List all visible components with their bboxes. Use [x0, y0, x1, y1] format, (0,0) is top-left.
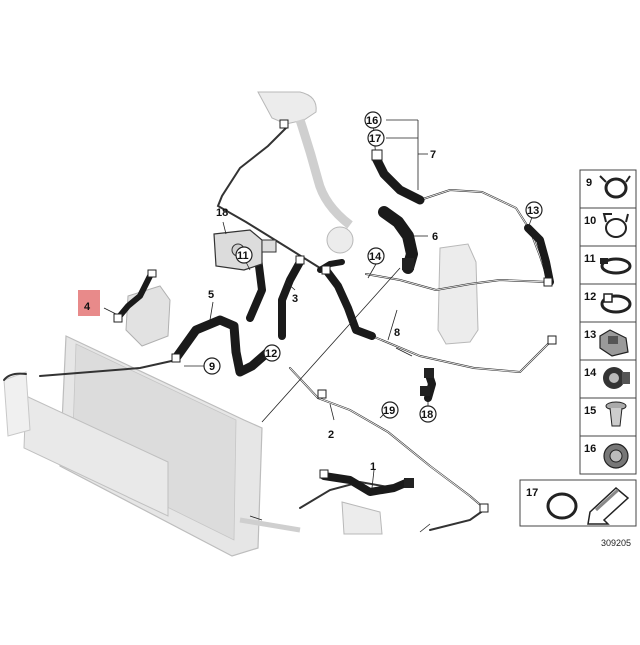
pipe-9	[39, 359, 177, 377]
hose-13	[524, 224, 554, 286]
callout-3: 3	[292, 293, 298, 305]
callout-13-circle	[525, 201, 543, 219]
callout-12: 12	[265, 348, 277, 360]
callout-11-circle	[235, 246, 253, 264]
ghost-pipe-upper	[295, 118, 353, 229]
ghost-expansion-tank	[437, 243, 479, 345]
legend-cell-9	[579, 169, 637, 209]
ghost-components	[3, 91, 479, 557]
callout-5: 5	[208, 289, 214, 301]
callout-13: 13	[527, 205, 539, 217]
legend-num-13: 13	[584, 329, 596, 341]
leader-lines	[103, 119, 535, 533]
hose-1	[320, 472, 412, 496]
callout-6: 6	[432, 231, 438, 243]
clip-bracket-icon	[599, 329, 629, 357]
hose-clamp-ear-icon	[600, 293, 632, 314]
hose-8-upper	[322, 266, 376, 340]
callout-4: 4	[84, 301, 91, 313]
callout-14-circle	[367, 247, 385, 265]
legend-num-15: 15	[584, 405, 596, 417]
callout-16: 16	[366, 115, 378, 127]
callout-14: 14	[369, 251, 382, 263]
hose-7	[371, 153, 425, 205]
expanding-rivet-icon	[605, 401, 627, 427]
legend-num-12: 12	[584, 291, 596, 303]
callout-17-circle	[367, 129, 385, 147]
diagram-code: 309205	[601, 538, 631, 548]
o-ring-icon	[546, 492, 578, 520]
hose-11	[246, 254, 266, 322]
ghost-lower-stub	[341, 501, 383, 535]
ghost-left-panel	[3, 371, 31, 437]
callout-18: 18	[216, 207, 228, 219]
callout-2: 2	[328, 429, 334, 441]
callout-12-circle	[263, 344, 281, 362]
callout-18-lower: 18	[421, 409, 433, 421]
arrow-icon	[587, 487, 630, 525]
legend-num-10: 10	[584, 215, 596, 227]
callouts: 18 4 5 3 11 14 16 17 7 13 6 8 9 12	[78, 111, 543, 473]
callout-7: 7	[430, 149, 436, 161]
hose-5	[171, 315, 273, 377]
hose-clamp-band-icon	[600, 257, 632, 275]
hose-3	[278, 258, 304, 340]
hose-clamp-wire-icon	[602, 213, 629, 238]
callout-4-highlight	[78, 290, 100, 316]
hose-4	[115, 273, 153, 321]
callout-9: 9	[209, 361, 215, 373]
ghost-oil-cooler	[125, 285, 171, 347]
legend-num-17: 17	[526, 487, 538, 499]
legend-num-9: 9	[586, 177, 592, 189]
callout-11: 11	[237, 250, 249, 262]
callout-8: 8	[394, 327, 400, 339]
pipe-upper-left	[216, 127, 321, 269]
legend-num-11: 11	[584, 253, 596, 265]
legend-num-14: 14	[584, 367, 597, 379]
legend-num-16: 16	[584, 443, 596, 455]
callout-19-circle	[381, 401, 399, 419]
hose-clamp-spring-icon	[599, 175, 631, 199]
callout-1: 1	[370, 461, 376, 473]
hose-holder-icon	[603, 367, 630, 389]
callout-18-lower-circle	[419, 405, 437, 423]
callout-17: 17	[369, 133, 381, 145]
callout-9-circle	[203, 357, 221, 375]
ghost-pump	[326, 226, 354, 254]
clamps	[113, 119, 557, 513]
pipe-1-lower	[299, 480, 395, 509]
bleed-screw-icon	[603, 443, 629, 469]
callout-19: 19	[383, 405, 395, 417]
legend-cell-12	[579, 283, 637, 323]
legend-grid: 9 10 11 12 13 14 15 16 17	[519, 169, 637, 527]
callout-16-circle	[364, 111, 382, 129]
engine-fragment	[257, 91, 317, 125]
legend-cell-11	[579, 245, 637, 285]
